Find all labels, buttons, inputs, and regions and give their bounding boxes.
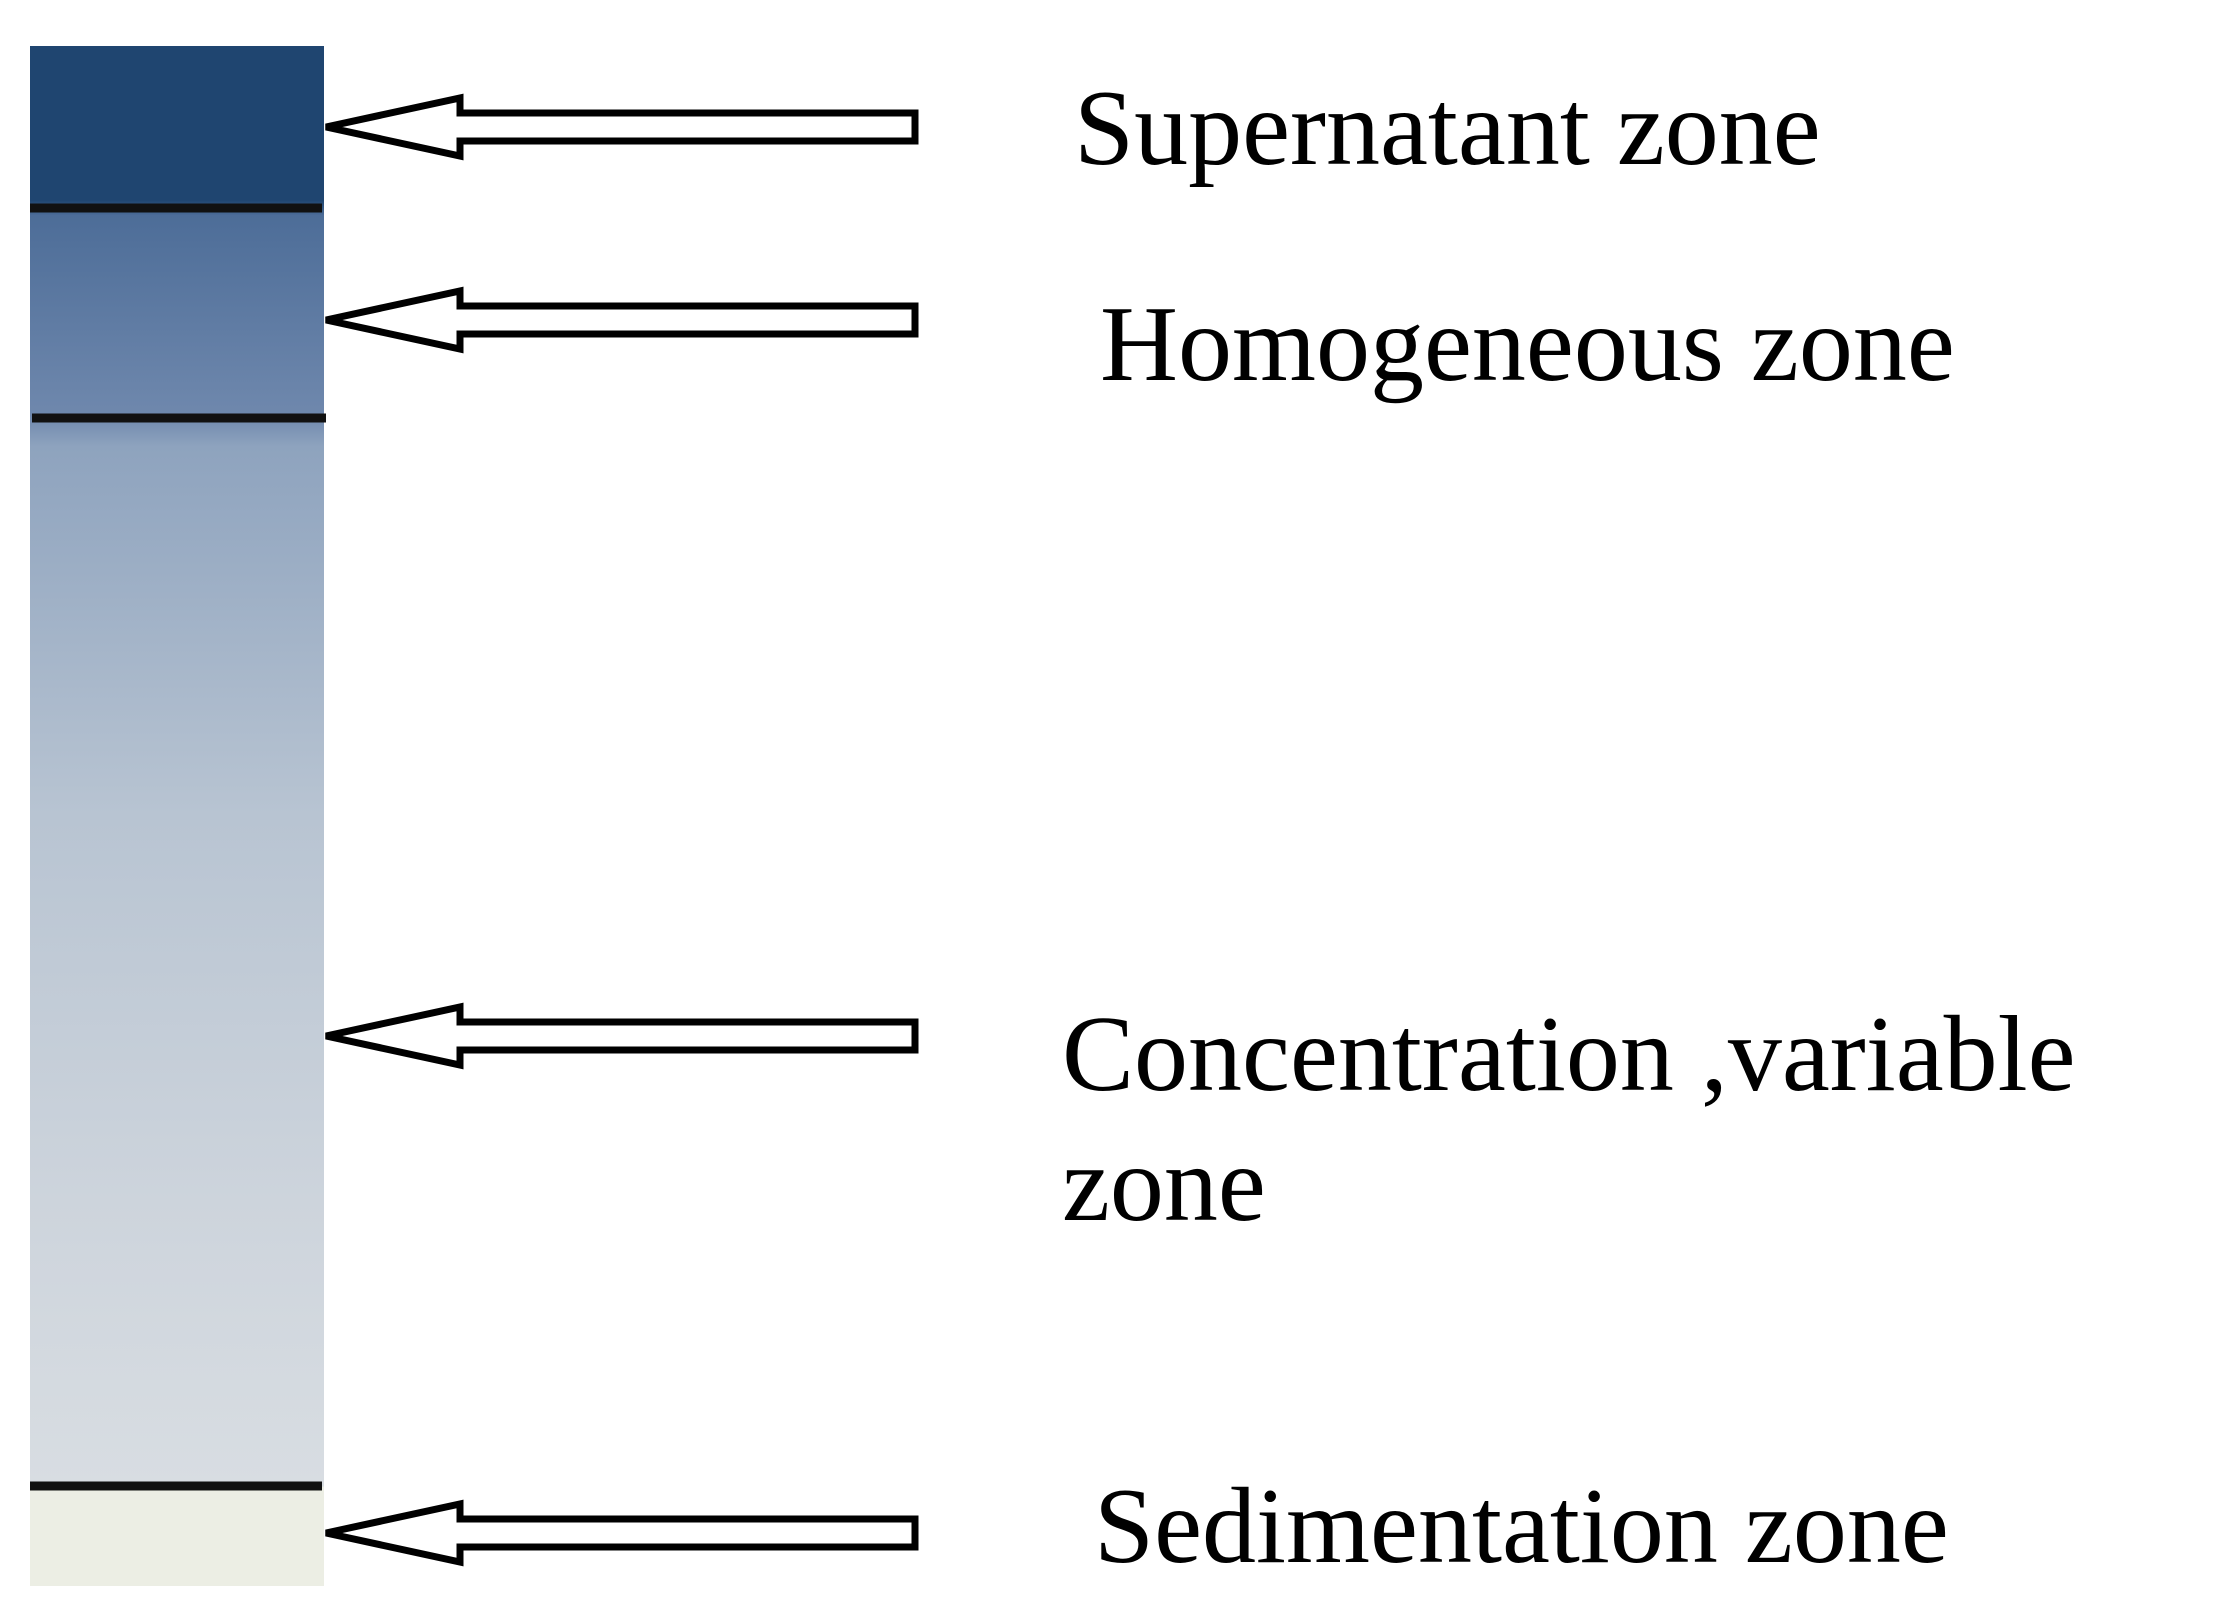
arrow-concentration-icon: [325, 1002, 919, 1070]
arrow-sedimentation-icon: [325, 1499, 919, 1567]
label-concentration-zone: Concentration ,variable zone: [1062, 995, 2076, 1244]
label-homogeneous-zone: Homogeneous zone: [1100, 285, 1955, 404]
arrow-supernatant-icon: [325, 93, 919, 161]
label-supernatant-zone: Supernatant zone: [1074, 69, 1821, 188]
settling-column: [30, 46, 324, 1586]
arrow-homogeneous-icon: [325, 286, 919, 354]
label-sedimentation-zone: Sedimentation zone: [1094, 1467, 1949, 1586]
